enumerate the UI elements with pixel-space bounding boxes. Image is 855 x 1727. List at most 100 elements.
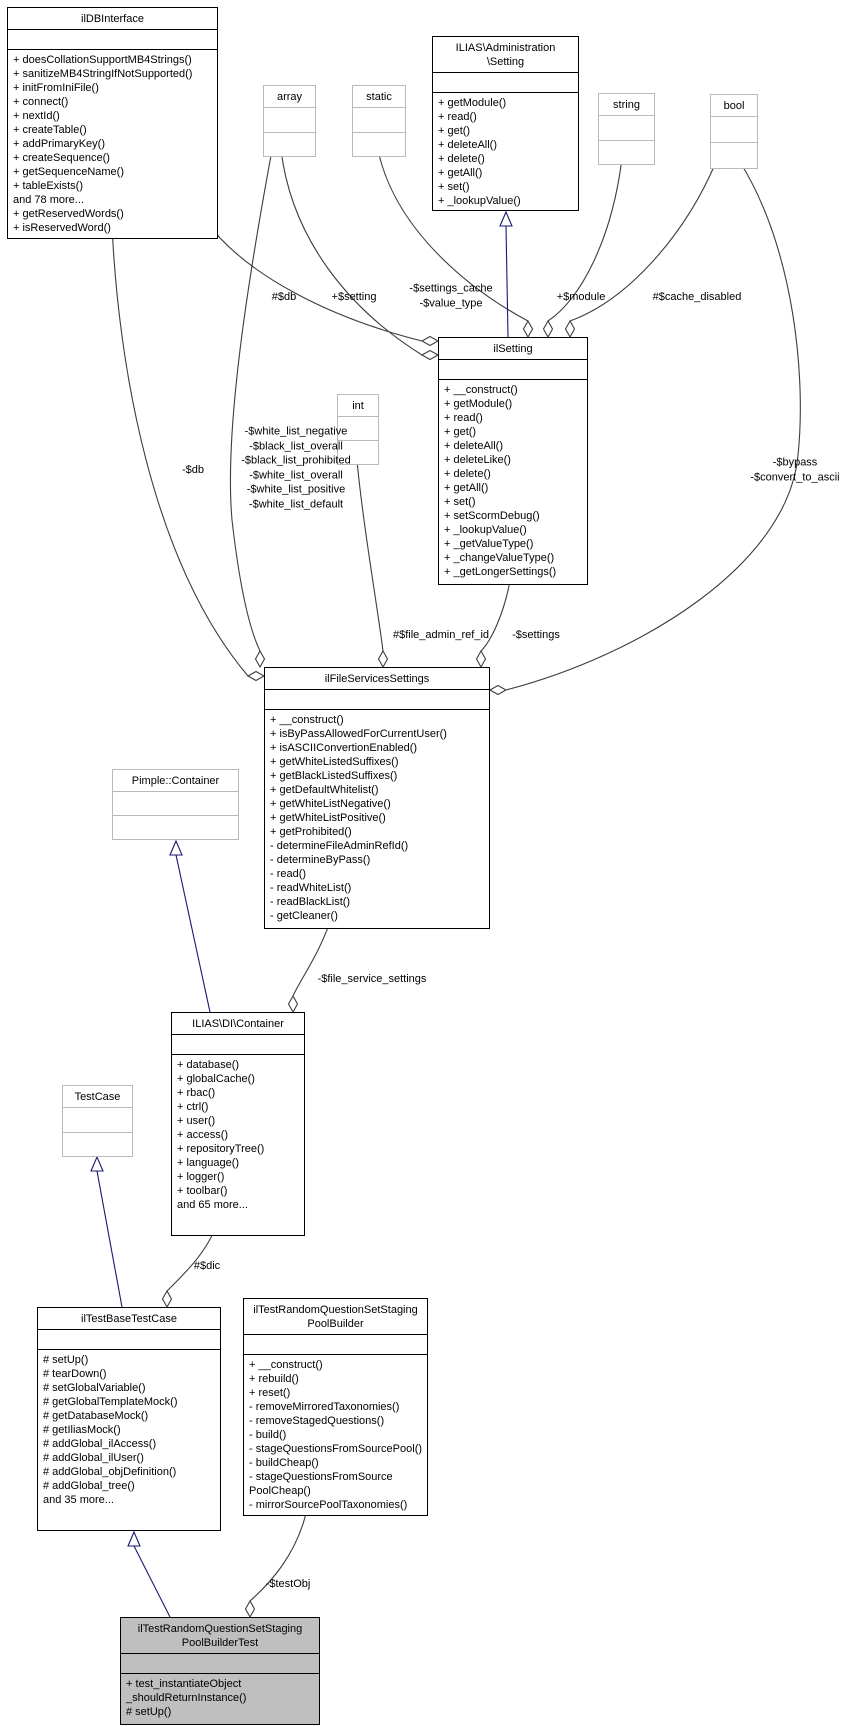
edge-usage-bool-to-filesettings bbox=[505, 161, 801, 691]
class-method: + set() bbox=[444, 496, 476, 508]
class-title-line: \Setting bbox=[486, 56, 525, 68]
class-method: PoolCheap() bbox=[249, 1485, 311, 1497]
class-title-array: array bbox=[264, 86, 315, 108]
diamond-filesettings-db bbox=[246, 670, 266, 682]
class-method: + ctrl() bbox=[177, 1101, 209, 1113]
edge-label-line: -$black_list_overall bbox=[249, 440, 343, 452]
class-box-bool[interactable]: bool bbox=[710, 94, 758, 169]
class-box-static[interactable]: static bbox=[352, 85, 406, 157]
class-box-string[interactable]: string bbox=[598, 93, 655, 165]
class-method: + access() bbox=[177, 1129, 229, 1141]
class-title-line: PoolBuilder bbox=[307, 1318, 364, 1330]
edge-label-line: #$file_admin_ref_id bbox=[392, 628, 490, 641]
class-methods-dicontainer: + database()+ globalCache()+ rbac()+ ctr… bbox=[172, 1055, 304, 1235]
class-attributes-filesettings bbox=[265, 690, 489, 710]
class-method: + read() bbox=[444, 412, 483, 424]
edge-label-line: +$setting bbox=[331, 290, 377, 303]
edge-label-line: #$db bbox=[271, 290, 297, 303]
class-title-line: ilTestRandomQuestionSetStaging bbox=[253, 1304, 418, 1316]
class-method: # getGlobalTemplateMock() bbox=[43, 1396, 178, 1408]
class-method: + _getLongerSettings() bbox=[444, 566, 557, 578]
edge-inherit-poolbuildertest bbox=[133, 1545, 171, 1618]
class-box-array[interactable]: array bbox=[263, 85, 316, 157]
class-methods-filesettings: + __construct()+ isByPassAllowedForCurre… bbox=[265, 710, 489, 928]
edge-label-settings_member: -$settings bbox=[512, 628, 560, 643]
class-method: + getDefaultWhitelist() bbox=[270, 784, 379, 796]
class-box-int[interactable]: int bbox=[337, 394, 379, 465]
class-method: + delete() bbox=[438, 153, 485, 165]
class-box-dicontainer[interactable]: ILIAS\DI\Container+ database()+ globalCa… bbox=[171, 1012, 305, 1236]
diamond-test-testobj bbox=[244, 1599, 256, 1619]
class-attributes-iltestbase bbox=[38, 1330, 220, 1350]
diamond-ilsetting-settings-cache bbox=[522, 319, 534, 339]
class-methods-testcase bbox=[63, 1133, 132, 1157]
class-title-line: TestCase bbox=[74, 1091, 121, 1103]
class-method: # tearDown() bbox=[43, 1368, 107, 1380]
class-attributes-ilsetting bbox=[439, 360, 587, 380]
class-title-line: int bbox=[352, 400, 364, 412]
arrow-admin-setting bbox=[499, 210, 513, 227]
edge-label-line: #$cache_disabled bbox=[652, 290, 742, 303]
class-method: # setUp() bbox=[126, 1706, 172, 1718]
class-box-admin_setting[interactable]: ILIAS\Administration\Setting+ getModule(… bbox=[432, 36, 579, 211]
class-title-line: Pimple::Container bbox=[131, 775, 220, 787]
class-method: - stageQuestionsFromSourcePool() bbox=[249, 1443, 423, 1455]
class-box-ilsetting[interactable]: ilSetting + __construct() + getModule() + r… bbox=[438, 337, 588, 585]
class-method: + isASCIIConvertionEnabled() bbox=[270, 742, 418, 754]
class-method: + doesCollationSupportMB4Strings() bbox=[13, 54, 192, 66]
class-box-testcase[interactable]: TestCase bbox=[62, 1085, 133, 1157]
edge-label-line: -$white_list_default bbox=[248, 498, 344, 510]
class-method: - determineByPass() bbox=[270, 854, 371, 866]
class-method: and 65 more... bbox=[177, 1199, 248, 1211]
edge-label-line: -$convert_to_ascii bbox=[750, 471, 840, 483]
edge-label-line: -$settings bbox=[512, 628, 560, 641]
edge-label-file_service: -$file_service_settings bbox=[318, 972, 427, 987]
edge-label-cache_disabled: #$cache_disabled bbox=[653, 290, 742, 305]
class-attributes-testcase bbox=[63, 1108, 132, 1133]
class-methods-poolbuildertest: + test_instantiateObject_shouldReturnIns… bbox=[121, 1674, 319, 1724]
class-method: + get() bbox=[444, 426, 477, 438]
class-attributes-admin_setting bbox=[433, 73, 578, 93]
class-attributes-string bbox=[599, 116, 654, 141]
diamond-ilsetting-cache-disabled bbox=[564, 319, 576, 339]
class-method: + user() bbox=[177, 1115, 216, 1127]
arrow-pimple bbox=[169, 839, 183, 856]
class-method: + logger() bbox=[177, 1171, 225, 1183]
edge-inherit-ilsetting bbox=[505, 225, 509, 338]
class-box-filesettings[interactable]: ilFileServicesSettings + __construct()+ i… bbox=[264, 667, 490, 929]
class-box-iltestbase[interactable]: ilTestBaseTestCase # setUp()# tearDown()#… bbox=[37, 1307, 221, 1531]
class-attributes-poolbuildertest bbox=[121, 1654, 319, 1674]
class-box-pimple[interactable]: Pimple::Container bbox=[112, 769, 239, 840]
class-methods-iltestbase: # setUp()# tearDown()# setGlobalVariable… bbox=[38, 1350, 220, 1530]
class-methods-static bbox=[353, 133, 405, 157]
class-method: + sanitizeMB4StringIfNotSupported() bbox=[13, 68, 193, 80]
class-method: + getModule() bbox=[438, 97, 507, 109]
diamond-dicontainer-file-service bbox=[287, 994, 299, 1014]
edge-label-setting: +$setting bbox=[332, 290, 377, 305]
class-method: + __construct() bbox=[444, 384, 518, 396]
edge-label-line: #$dic bbox=[193, 1259, 221, 1272]
class-method: + getModule() bbox=[444, 398, 513, 410]
class-box-ildbinterface[interactable]: ilDBInterface + doesCollationSupportMB4St… bbox=[7, 7, 218, 239]
class-title-filesettings: ilFileServicesSettings bbox=[265, 668, 489, 690]
class-method: - buildCheap() bbox=[249, 1457, 319, 1469]
class-method: + createTable() bbox=[13, 124, 87, 136]
class-method: + database() bbox=[177, 1059, 240, 1071]
class-methods-bool bbox=[711, 143, 757, 168]
edge-usage-bool-to-ilsetting bbox=[569, 161, 717, 322]
class-method: + connect() bbox=[13, 96, 69, 108]
diamond-ilsetting-setting bbox=[420, 349, 440, 361]
edge-label-dic: #$dic bbox=[194, 1259, 220, 1274]
diamond-ilsetting-db bbox=[420, 335, 440, 347]
class-title-line: ilDBInterface bbox=[81, 13, 144, 25]
class-method: - determineFileAdminRefId() bbox=[270, 840, 409, 852]
class-title-line: string bbox=[613, 99, 640, 111]
class-title-line: ilSetting bbox=[493, 343, 533, 355]
edge-usage-array-to-filesettings bbox=[229, 149, 273, 652]
class-title-line: ilTestBaseTestCase bbox=[81, 1313, 177, 1325]
class-methods-string bbox=[599, 141, 654, 165]
class-method: and 35 more... bbox=[43, 1494, 114, 1506]
diamond-filesettings-settings bbox=[475, 649, 487, 669]
